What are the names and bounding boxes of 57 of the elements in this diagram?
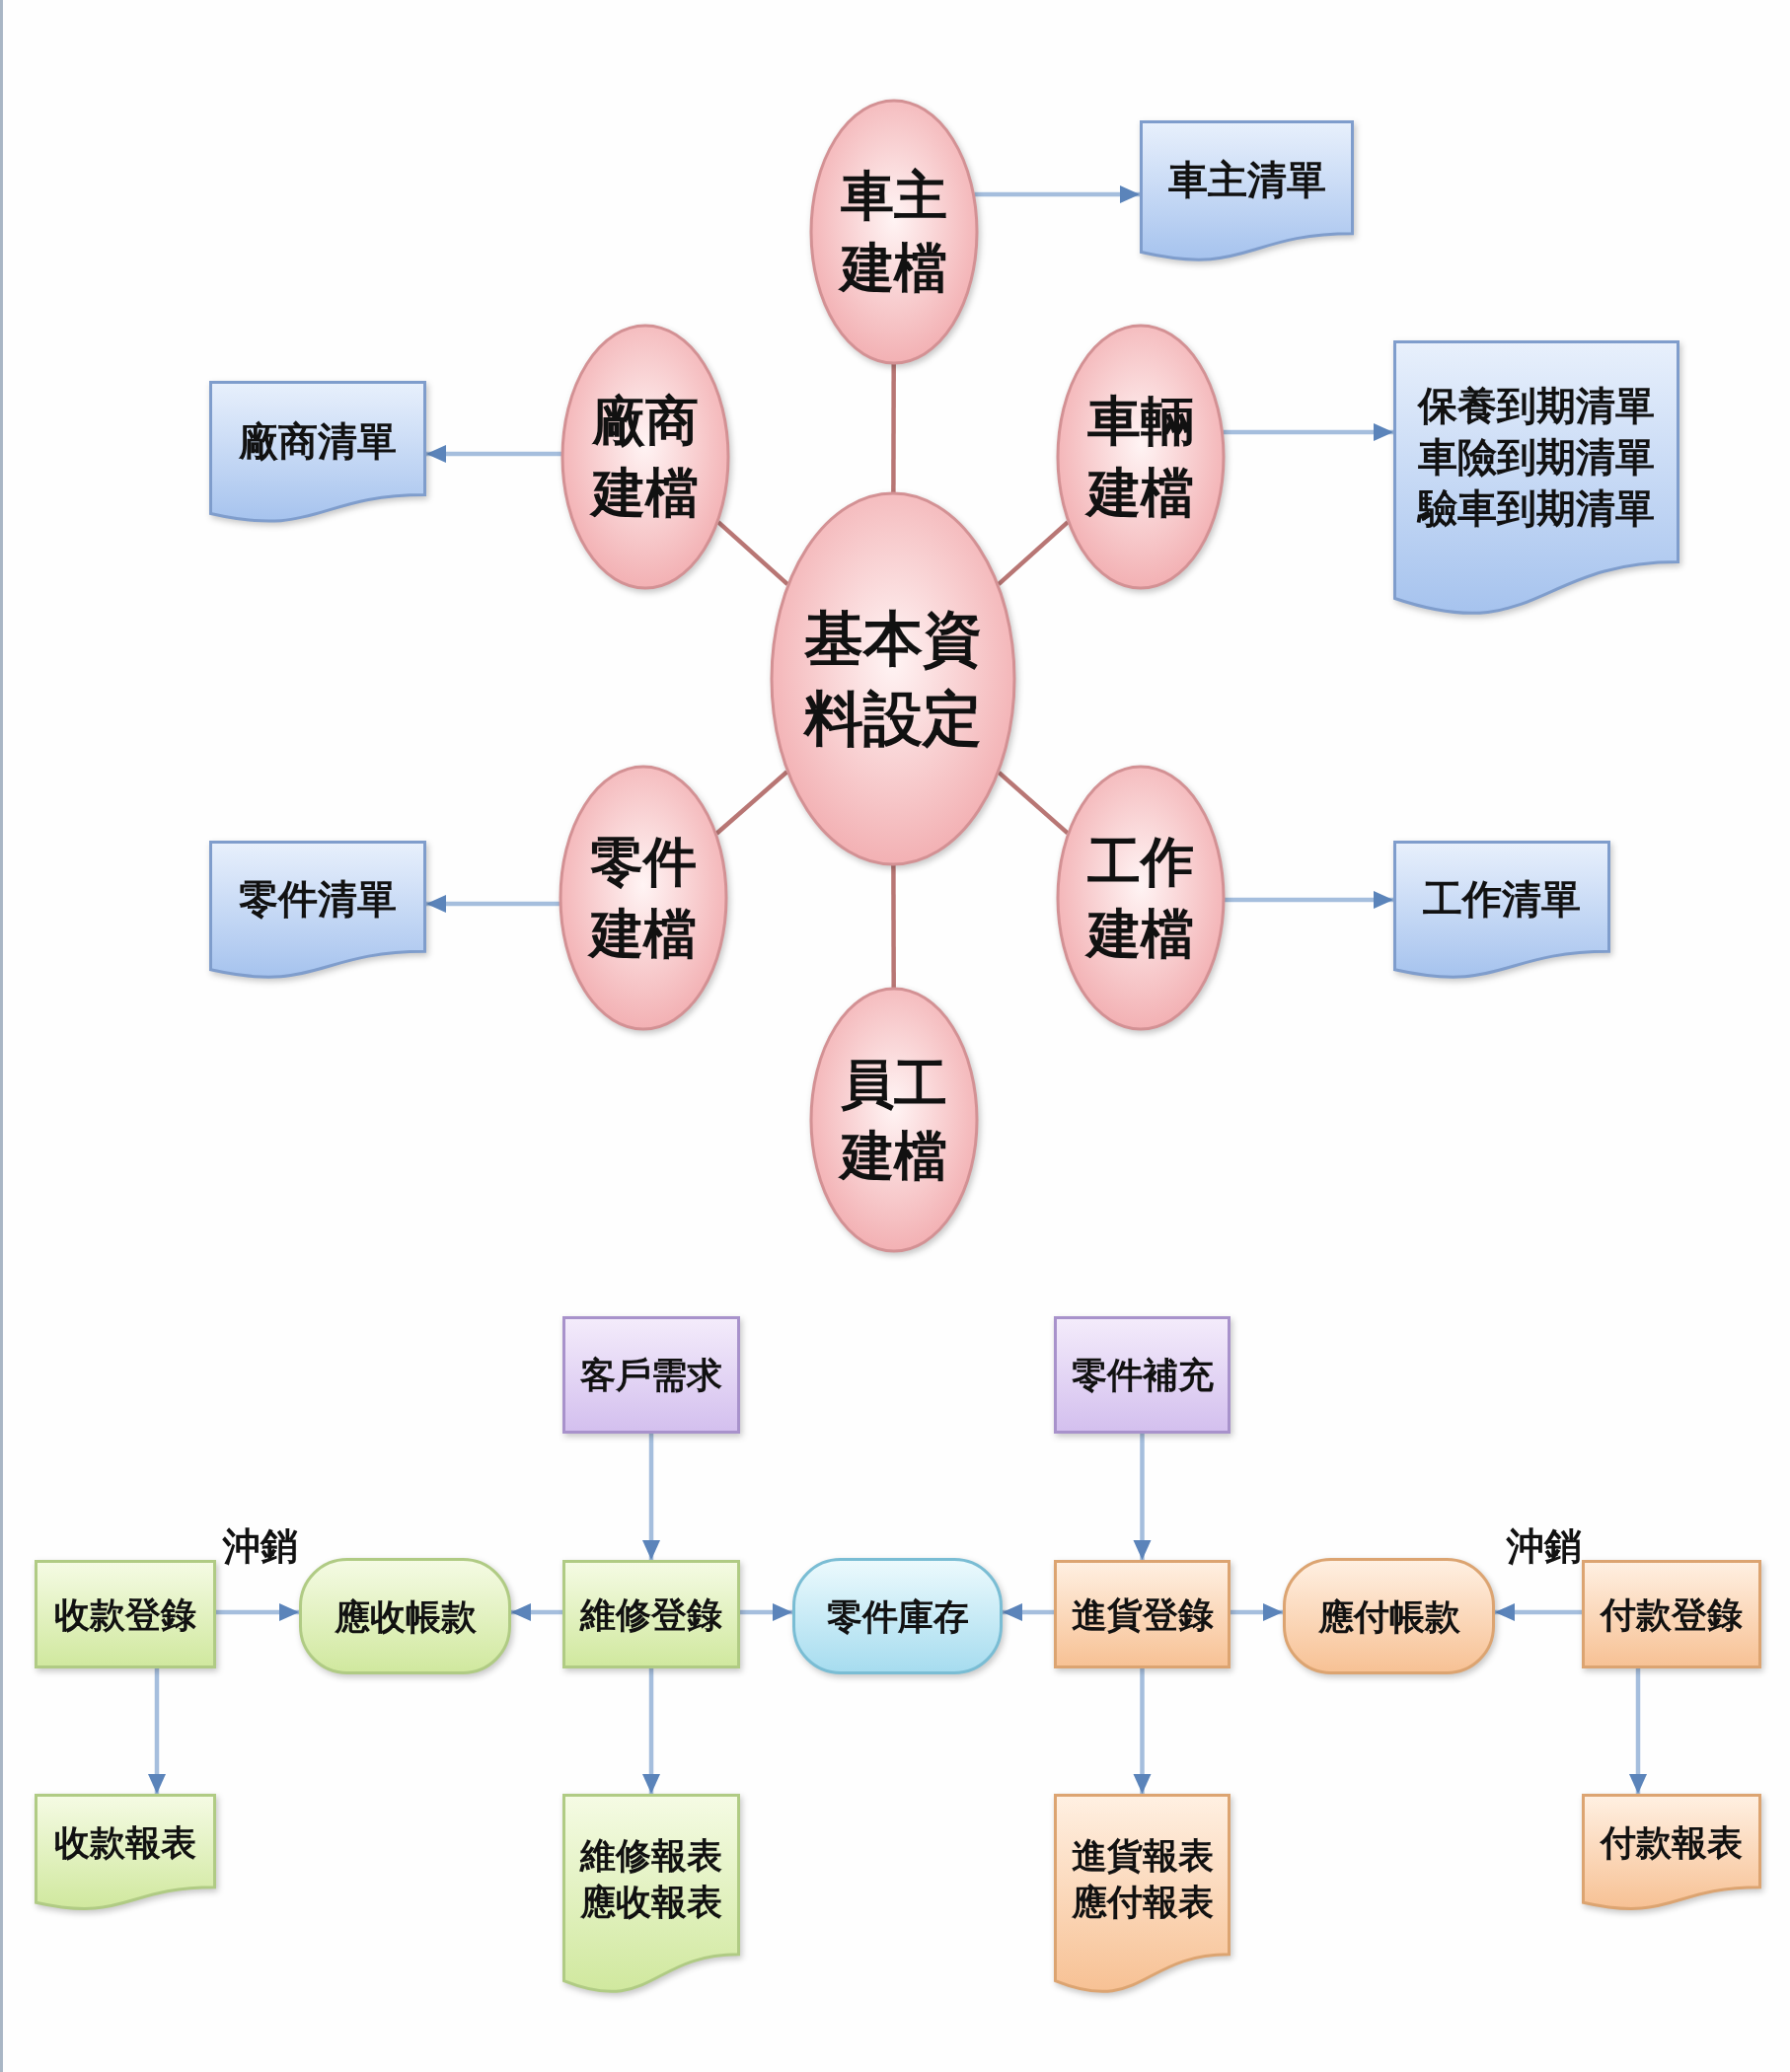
arrow [1225, 891, 1393, 909]
arrow [426, 895, 560, 913]
list-document: 工作清單 [1393, 841, 1610, 979]
report-title: 進貨報表 [1071, 1832, 1214, 1878]
arrow [216, 1603, 299, 1621]
rounded-process-box: 應收帳款 [299, 1558, 511, 1674]
arrow [1133, 1434, 1152, 1560]
edge-label: 沖銷 [223, 1527, 298, 1565]
arrow [1495, 1603, 1582, 1621]
arrow [1223, 423, 1393, 441]
arrow [1133, 1668, 1152, 1794]
arrow [511, 1603, 562, 1621]
connector-line [891, 364, 896, 492]
module-circle: 零件建檔 [559, 765, 728, 1031]
report-title: 應收報表 [580, 1879, 722, 1924]
arrow [974, 185, 1140, 203]
list-title: 保養到期清單 [1418, 380, 1655, 430]
list-document: 車主清單 [1140, 120, 1354, 261]
report-title: 維修報表 [580, 1832, 722, 1878]
rounded-process-box: 零件庫存 [792, 1558, 1003, 1674]
module-circle: 車主建檔 [809, 99, 979, 365]
list-title: 車險到期清單 [1418, 431, 1655, 481]
process-box: 收款登錄 [35, 1560, 216, 1668]
module-circle: 員工建檔 [809, 987, 979, 1253]
arrow [740, 1603, 792, 1621]
connector-line [997, 520, 1070, 586]
arrow [1629, 1668, 1647, 1794]
arrow [148, 1668, 166, 1794]
module-circle: 車輛建檔 [1056, 324, 1226, 590]
report-title: 應付報表 [1071, 1879, 1214, 1924]
report-document [1054, 1794, 1231, 1994]
rounded-process-box: 應付帳款 [1283, 1558, 1495, 1674]
list-document [1393, 340, 1679, 617]
module-circle: 工作建檔 [1056, 765, 1226, 1031]
edge-label: 沖銷 [1507, 1527, 1582, 1565]
report-document [562, 1794, 740, 1994]
connector-line [714, 770, 788, 836]
arrow [642, 1668, 660, 1794]
module-circle: 廠商建檔 [560, 324, 730, 590]
hub-circle: 基本資料設定 [770, 491, 1016, 866]
process-box: 付款登錄 [1582, 1560, 1761, 1668]
arrow [426, 445, 561, 463]
report-document: 收款報表 [35, 1794, 216, 1910]
input-box: 零件補充 [1054, 1316, 1231, 1434]
arrow [1231, 1603, 1283, 1621]
process-box: 進貨登錄 [1054, 1560, 1231, 1668]
report-document: 付款報表 [1582, 1794, 1761, 1910]
process-box: 維修登錄 [562, 1560, 740, 1668]
connector-line [997, 771, 1070, 836]
arrow [1003, 1603, 1054, 1621]
list-document: 零件清單 [209, 841, 426, 979]
connector-line [891, 865, 896, 988]
connector-line [716, 520, 789, 586]
list-title: 驗車到期清單 [1418, 482, 1655, 533]
list-document: 廠商清單 [209, 381, 426, 523]
input-box: 客戶需求 [562, 1316, 740, 1434]
arrow [642, 1434, 660, 1560]
